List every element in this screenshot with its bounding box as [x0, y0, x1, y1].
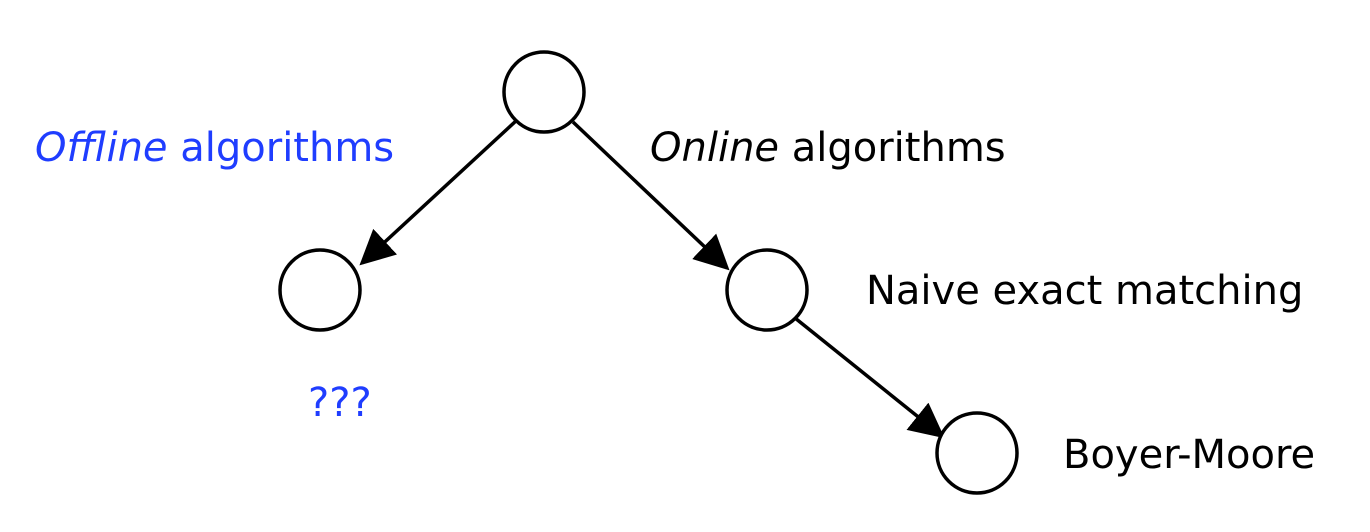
offline-algorithms-label: Offline algorithms — [35, 125, 394, 171]
boyer-moore-node — [935, 411, 1019, 495]
online-rest-text: algorithms — [779, 125, 1006, 171]
online-italic-text: Online — [650, 125, 779, 171]
offline-node — [278, 248, 362, 332]
unknown-label: ??? — [308, 380, 372, 426]
online-algorithms-label: Online algorithms — [650, 125, 1006, 171]
boyer-moore-label: Boyer-Moore — [1063, 432, 1315, 478]
edge-root-to-online — [571, 120, 730, 271]
root-node — [502, 50, 586, 134]
naive-exact-matching-label: Naive exact matching — [866, 268, 1303, 314]
offline-italic-text: Offline — [35, 125, 168, 171]
edge-naive-to-boyer-moore — [793, 316, 945, 439]
offline-rest-text: algorithms — [168, 125, 395, 171]
edge-root-to-offline — [359, 118, 519, 266]
naive-node — [725, 248, 809, 332]
